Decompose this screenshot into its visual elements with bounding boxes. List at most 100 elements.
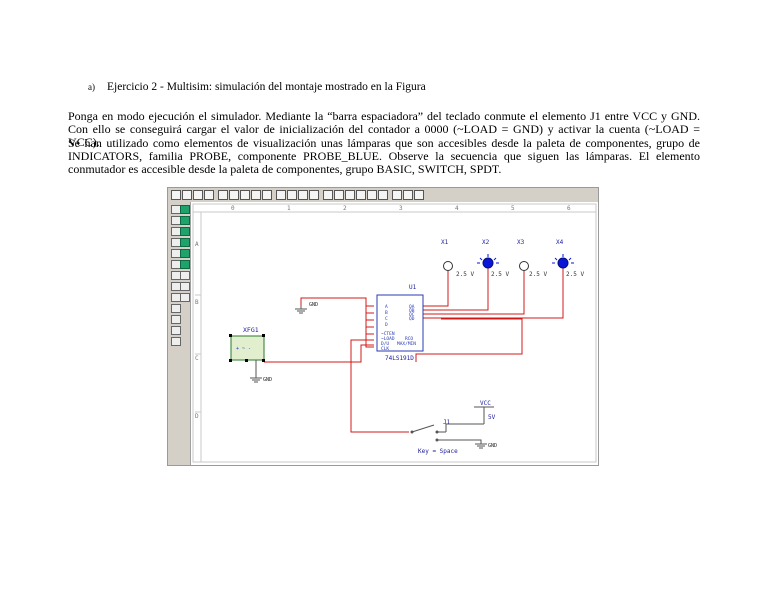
wire-gnd-a <box>300 297 374 307</box>
new-icon <box>171 190 181 200</box>
col-label: 4 <box>455 205 459 212</box>
ic-pin-label: C <box>385 316 388 322</box>
wire-load <box>350 339 409 433</box>
ic-pin-label: QD <box>409 316 415 322</box>
cut-icon <box>392 190 402 200</box>
zoom-in-icon <box>218 190 228 200</box>
switch-to-gnd <box>437 439 482 444</box>
schematic-svg: 0 1 2 3 4 5 6 A B C D <box>192 203 597 463</box>
generator-ref: XFG1 <box>243 326 259 334</box>
wire-icon <box>309 190 319 200</box>
ic-pin-label: ~LOAD <box>381 336 395 342</box>
ic-pin-label: A <box>385 304 388 310</box>
probe-lamp-off <box>443 261 453 271</box>
probe-ref: X4 <box>556 239 564 246</box>
gnd-label: GND <box>263 377 272 383</box>
grid-icon <box>276 190 286 200</box>
probe-rays <box>552 254 574 264</box>
instruction-paragraph-1: Ponga en modo ejecución el simulador. Me… <box>68 109 700 150</box>
ic-pin-label: CLK <box>381 346 389 352</box>
probe-ref: X1 <box>441 239 449 246</box>
gnd-label: GND <box>309 302 318 308</box>
open-icon <box>182 190 192 200</box>
wire-qa <box>423 266 449 307</box>
palette-icon <box>180 227 190 236</box>
exercise-title: Ejercicio 2 - Multisim: simulación del m… <box>107 81 426 93</box>
figure-toolbar <box>168 188 598 203</box>
probe-value: 2.5 V <box>491 271 509 278</box>
probe-lamp-on <box>557 257 569 269</box>
zoom-full-icon <box>262 190 272 200</box>
probe-value: 2.5 V <box>456 271 474 278</box>
gnd-label: GND <box>488 443 497 449</box>
instrument-icon <box>298 190 308 200</box>
generator-terminals: + ~ - <box>236 346 251 352</box>
ic-pin-label: ~CTEN <box>381 331 395 337</box>
switch-blade <box>411 424 435 433</box>
palette-icon <box>180 205 190 214</box>
col-label: 3 <box>399 205 403 212</box>
postprocess-icon <box>345 190 355 200</box>
switch-key-label: Key = Space <box>418 448 458 455</box>
probe-ref: X3 <box>517 239 525 246</box>
palette-icon <box>171 337 181 346</box>
probe-value: 2.5 V <box>529 271 547 278</box>
exercise-heading: a) Ejercicio 2 - Multisim: simulación del… <box>88 81 426 93</box>
vcc-to-switch <box>445 423 484 432</box>
probe-ref: X2 <box>482 239 490 246</box>
list-marker: a) <box>88 82 95 92</box>
palette-icon <box>180 260 190 269</box>
print-icon <box>204 190 214 200</box>
row-label: C <box>195 355 199 362</box>
instruction-paragraph-2: Se han utilizado como elementos de visua… <box>68 136 700 177</box>
ic-pin-label: QC <box>409 312 415 318</box>
col-label: 5 <box>511 205 515 212</box>
simulate-icon <box>323 190 333 200</box>
ic-part-number: 74LS191D <box>385 355 414 362</box>
row-label: B <box>195 299 199 306</box>
wire-du <box>365 334 374 348</box>
schematic-canvas: 0 1 2 3 4 5 6 A B C D <box>191 202 598 465</box>
list-icon <box>378 190 388 200</box>
col-label: 1 <box>287 205 291 212</box>
zoom-fit-icon <box>251 190 261 200</box>
analysis-icon <box>334 190 344 200</box>
palette-icon <box>180 282 190 291</box>
component-icon <box>287 190 297 200</box>
component-palette <box>168 202 191 465</box>
function-generator <box>230 335 265 361</box>
save-icon <box>193 190 203 200</box>
zoom-area-icon <box>240 190 250 200</box>
wire-qb <box>423 263 489 311</box>
col-label: 6 <box>567 205 571 212</box>
ic-pin-label: QB <box>409 308 415 314</box>
ic-pin-label: B <box>385 310 388 316</box>
ic-74ls191 <box>376 294 424 352</box>
col-label: 0 <box>231 205 235 212</box>
sheet-border <box>192 203 597 463</box>
probe-lamp-on <box>482 257 494 269</box>
probe-rays <box>477 254 499 264</box>
switch-ref: J1 <box>443 419 451 426</box>
zoom-out-icon <box>229 190 239 200</box>
palette-icon <box>171 304 181 313</box>
vcc-value: 5V <box>488 414 496 421</box>
wires <box>264 263 564 433</box>
palette-icon <box>180 249 190 258</box>
ic-pin-label: QA <box>409 304 415 310</box>
ic-pin-label: RCO <box>405 336 413 342</box>
col-label: 2 <box>343 205 347 212</box>
palette-icon <box>171 326 181 335</box>
multisim-screenshot: 0 1 2 3 4 5 6 A B C D <box>167 187 599 466</box>
wizard-icon <box>367 190 377 200</box>
palette-icon <box>180 293 190 302</box>
row-label: A <box>195 241 199 248</box>
help-icon <box>414 190 424 200</box>
copy-icon <box>403 190 413 200</box>
db-icon <box>356 190 366 200</box>
ic-pin-label: D <box>385 322 388 328</box>
vcc-label: VCC <box>480 400 491 407</box>
ic-pin-label: D/U <box>381 341 389 347</box>
ic-pin-label: MAX/MIN <box>397 341 416 347</box>
wire-qc <box>423 266 525 315</box>
